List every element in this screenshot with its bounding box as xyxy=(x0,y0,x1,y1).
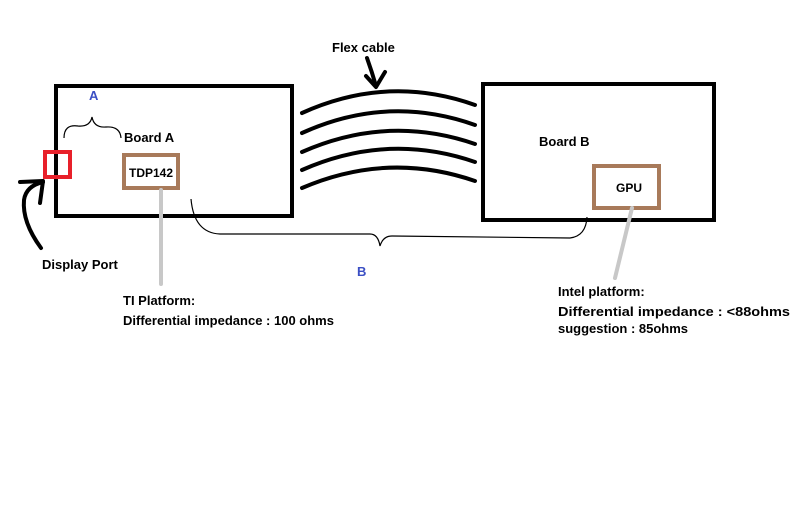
gpu-label: GPU xyxy=(616,181,642,195)
intel-note-title: Intel platform: xyxy=(558,284,645,299)
intel-pointer-line xyxy=(613,206,634,280)
dimension-a-label: A xyxy=(89,88,99,103)
display-port-label: Display Port xyxy=(42,257,119,272)
flex-cable-wire xyxy=(300,128,477,154)
brace-b xyxy=(190,198,588,247)
board-a-label: Board A xyxy=(124,130,175,145)
flex-cable-wire xyxy=(300,165,477,190)
display-port-connector xyxy=(43,150,72,179)
flex-cable-wire xyxy=(300,89,477,115)
board-a-outline xyxy=(54,84,294,218)
intel-note-suggestion: suggestion : 85ohms xyxy=(558,321,688,336)
flex-cable-label: Flex cable xyxy=(332,40,395,55)
display-port-arrow xyxy=(21,180,45,250)
brace-a xyxy=(63,116,122,139)
tdp142-label: TDP142 xyxy=(129,166,173,180)
flex-cable-wire xyxy=(300,109,477,135)
flex-cable-wire xyxy=(300,146,477,172)
flex-cable xyxy=(300,89,477,190)
flex-cable-pointer-head xyxy=(364,70,387,89)
ti-note-title: TI Platform: xyxy=(123,293,195,308)
gpu-chip xyxy=(592,164,661,210)
board-b-label: Board B xyxy=(539,134,590,149)
intel-note-impedance: Differential impedance : <88ohms xyxy=(558,304,790,319)
dimension-b-label: B xyxy=(357,264,366,279)
ti-note-impedance: Differential impedance : 100 ohms xyxy=(123,313,334,328)
display-port-arrowhead xyxy=(18,179,45,205)
tdp142-chip xyxy=(122,153,180,190)
board-b-outline xyxy=(481,82,716,222)
